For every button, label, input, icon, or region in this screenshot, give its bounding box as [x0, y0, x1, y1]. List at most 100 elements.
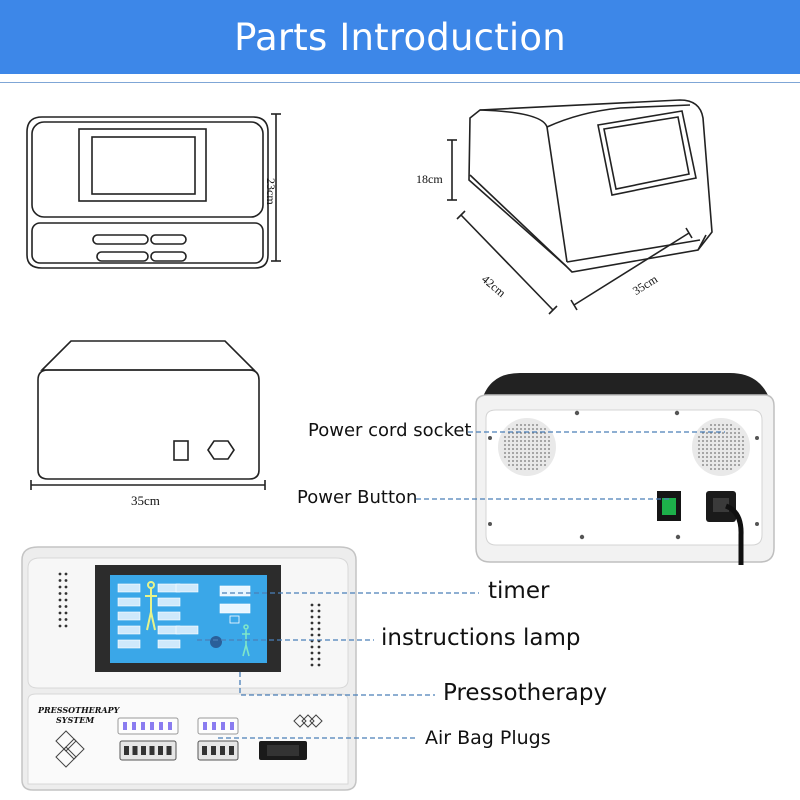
grille-hole	[544, 448, 546, 450]
plug-pin	[158, 746, 163, 755]
power-cord-socket-label: Power cord socket	[308, 420, 472, 441]
grille-hole	[532, 452, 534, 454]
grille-hole	[548, 452, 550, 454]
grille-hole	[718, 428, 720, 430]
led-dot	[64, 572, 68, 576]
instructions-lamp-icon	[242, 624, 250, 657]
grille-hole	[718, 444, 720, 446]
play-button-icon	[210, 636, 222, 648]
touchscreen-panel	[117, 581, 251, 657]
grille-hole	[524, 428, 526, 430]
led-dot	[310, 621, 314, 625]
screen-channel-box	[157, 611, 181, 621]
grille-hole	[738, 452, 740, 454]
plug-pin	[159, 722, 163, 730]
grille-hole	[540, 460, 542, 462]
grille-hole	[706, 452, 708, 454]
led-dot	[58, 624, 62, 628]
title-banner: Parts Introduction	[0, 0, 800, 74]
grille-hole	[710, 464, 712, 466]
grille-hole	[532, 460, 534, 462]
plug-pin	[124, 746, 129, 755]
grille-hole	[710, 452, 712, 454]
grille-hole	[722, 460, 724, 462]
grille-hole	[504, 436, 506, 438]
grille-hole	[706, 440, 708, 442]
grille-hole	[528, 452, 530, 454]
grille-hole	[726, 428, 728, 430]
grille-hole	[520, 468, 522, 470]
grille-hole	[738, 432, 740, 434]
grille-hole	[710, 456, 712, 458]
grille-hole	[532, 468, 534, 470]
grille-hole	[532, 428, 534, 430]
grille-hole	[524, 448, 526, 450]
led-dot	[310, 657, 314, 661]
grille-hole	[734, 456, 736, 458]
grille-hole	[540, 452, 542, 454]
grille-hole	[726, 464, 728, 466]
grille-hole	[718, 424, 720, 426]
grille-hole	[738, 436, 740, 438]
grille-hole	[508, 460, 510, 462]
grille-hole	[730, 436, 732, 438]
led-dot	[58, 598, 62, 602]
led-dot	[58, 611, 62, 615]
page-title: Parts Introduction	[234, 15, 566, 59]
grille-hole	[730, 448, 732, 450]
plug-pin	[123, 722, 127, 730]
grille-hole	[714, 452, 716, 454]
grille-hole	[508, 444, 510, 446]
grille-hole	[548, 436, 550, 438]
grille-hole	[528, 460, 530, 462]
grille-hole	[714, 464, 716, 466]
led-dot	[310, 645, 314, 649]
grille-hole	[540, 440, 542, 442]
led-dot	[310, 663, 314, 667]
grille-hole	[520, 452, 522, 454]
grille-hole	[726, 452, 728, 454]
back-view-drawing	[30, 340, 266, 490]
grille-hole	[536, 444, 538, 446]
grille-hole	[508, 448, 510, 450]
grille-hole	[512, 436, 514, 438]
led-dot	[310, 609, 314, 613]
led-dot	[64, 598, 68, 602]
grille-hole	[520, 448, 522, 450]
grille-hole	[536, 464, 538, 466]
grille-hole	[544, 452, 546, 454]
grille-hole	[714, 448, 716, 450]
grille-hole	[548, 456, 550, 458]
grille-hole	[706, 456, 708, 458]
led-dot	[317, 645, 321, 649]
grille-hole	[738, 460, 740, 462]
grille-hole	[722, 468, 724, 470]
grille-hole	[520, 440, 522, 442]
grille-hole	[742, 436, 744, 438]
air-bag-plugs-label: Air Bag Plugs	[425, 727, 551, 749]
grille-hole	[528, 424, 530, 426]
front-view-drawing	[26, 113, 281, 269]
grille-hole	[730, 432, 732, 434]
grille-hole	[702, 460, 704, 462]
grille-hole	[702, 444, 704, 446]
led-dot	[58, 618, 62, 621]
grille-hole	[726, 440, 728, 442]
led-dot	[317, 633, 321, 637]
screen-channel-box	[175, 625, 199, 635]
grille-hole	[702, 452, 704, 454]
grille-hole	[730, 460, 732, 462]
grille-hole	[516, 428, 518, 430]
grille-hole	[544, 436, 546, 438]
led-dot	[64, 592, 68, 595]
grille-hole	[536, 468, 538, 470]
grille-hole	[516, 452, 518, 454]
plug-pin	[168, 722, 172, 730]
grille-hole	[524, 444, 526, 446]
grille-hole	[714, 424, 716, 426]
grille-hole	[730, 440, 732, 442]
grille-hole	[504, 456, 506, 458]
front-height-label: 23cm	[264, 178, 278, 205]
grille-hole	[722, 456, 724, 458]
grille-hole	[718, 468, 720, 470]
